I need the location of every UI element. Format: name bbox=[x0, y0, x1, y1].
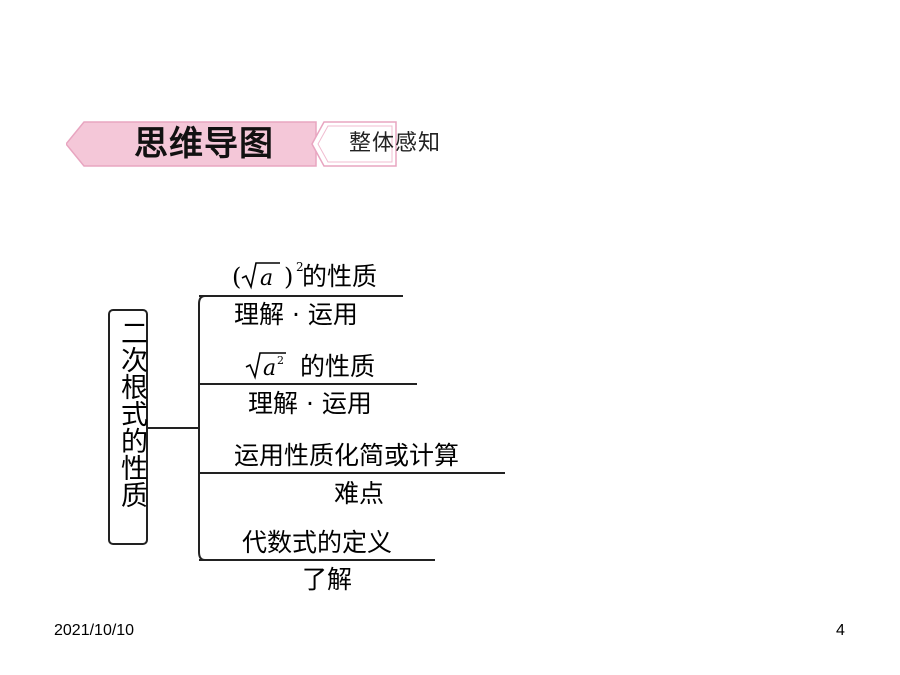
svg-text:a: a bbox=[260, 266, 273, 291]
svg-text:): ) bbox=[284, 263, 293, 291]
branch-3-lower: 难点 bbox=[334, 479, 385, 508]
banner-shape bbox=[66, 121, 397, 167]
branch-3-upper: 运用性质化简或计算 bbox=[234, 441, 460, 470]
footer-date: 2021/10/10 bbox=[54, 622, 135, 639]
branch-2-upper: 的性质 bbox=[300, 352, 376, 381]
banner-title: 思维导图 bbox=[134, 124, 274, 164]
formula-sqrt-a2: a 2 bbox=[245, 352, 286, 381]
branch-1-upper: 的性质 bbox=[302, 262, 378, 291]
branch-2-lower: 理解 · 运用 bbox=[248, 389, 372, 418]
branch-4-lower: 了解 bbox=[302, 565, 353, 594]
svg-text:a: a bbox=[263, 356, 276, 381]
branch-4-upper: 代数式的定义 bbox=[242, 528, 393, 557]
section-banner: 思维导图 整体感知 bbox=[66, 118, 440, 170]
page-number: 4 bbox=[836, 622, 845, 639]
svg-text:2: 2 bbox=[277, 354, 284, 367]
svg-text:2: 2 bbox=[296, 260, 304, 274]
banner-subtitle: 整体感知 bbox=[348, 131, 441, 156]
formula-sqrt-a-squared: ( a ) 2 bbox=[232, 260, 304, 291]
root-node: 二次根式的性质 bbox=[108, 309, 148, 545]
svg-text:(: ( bbox=[232, 263, 241, 291]
root-label: 二次根式的性质 bbox=[116, 319, 147, 508]
branch-1-lower: 理解 · 运用 bbox=[234, 300, 358, 329]
